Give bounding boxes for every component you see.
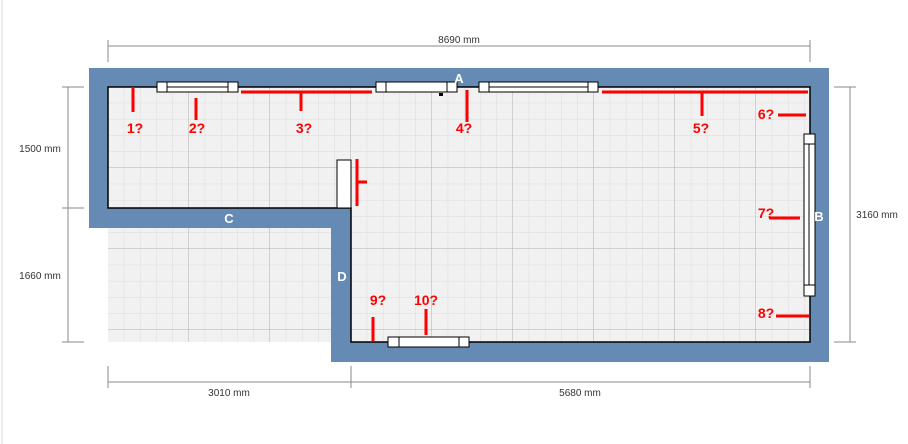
wall-label-a: A bbox=[454, 71, 464, 86]
wall-label-d: D bbox=[337, 269, 346, 284]
marker-2: 2? bbox=[189, 120, 205, 136]
door[interactable] bbox=[336, 159, 352, 209]
marker-10: 10? bbox=[414, 292, 438, 308]
small-fixture bbox=[439, 93, 443, 96]
wall-label-b: B bbox=[814, 209, 823, 224]
window-top-2[interactable] bbox=[375, 81, 458, 93]
wall-label-c: C bbox=[224, 211, 234, 226]
marker-7: 7? bbox=[758, 205, 774, 221]
dimension-left-lower: 1660 mm bbox=[19, 271, 61, 282]
room-outline bbox=[107, 86, 811, 343]
dimension-bottom-right: 5680 mm bbox=[559, 388, 601, 399]
measurement-lines bbox=[131, 87, 809, 341]
marker-3: 3? bbox=[296, 120, 312, 136]
dimension-bottom-left: 3010 mm bbox=[208, 388, 250, 399]
window-bottom[interactable] bbox=[387, 336, 470, 348]
window-top-1[interactable] bbox=[156, 81, 239, 93]
marker-6: 6? bbox=[758, 106, 774, 122]
marker-8: 8? bbox=[758, 305, 774, 321]
dimension-right: 3160 mm bbox=[856, 210, 898, 221]
walls bbox=[89, 68, 829, 362]
dimension-left-upper: 1500 mm bbox=[19, 144, 61, 155]
marker-9: 9? bbox=[370, 292, 386, 308]
dimension-lines bbox=[62, 40, 856, 388]
window-right[interactable] bbox=[803, 133, 816, 297]
marker-4: 4? bbox=[456, 120, 472, 136]
window-top-3[interactable] bbox=[478, 81, 599, 93]
marker-5: 5? bbox=[693, 120, 709, 136]
dimension-top: 8690 mm bbox=[438, 35, 480, 46]
marker-1: 1? bbox=[127, 120, 143, 136]
